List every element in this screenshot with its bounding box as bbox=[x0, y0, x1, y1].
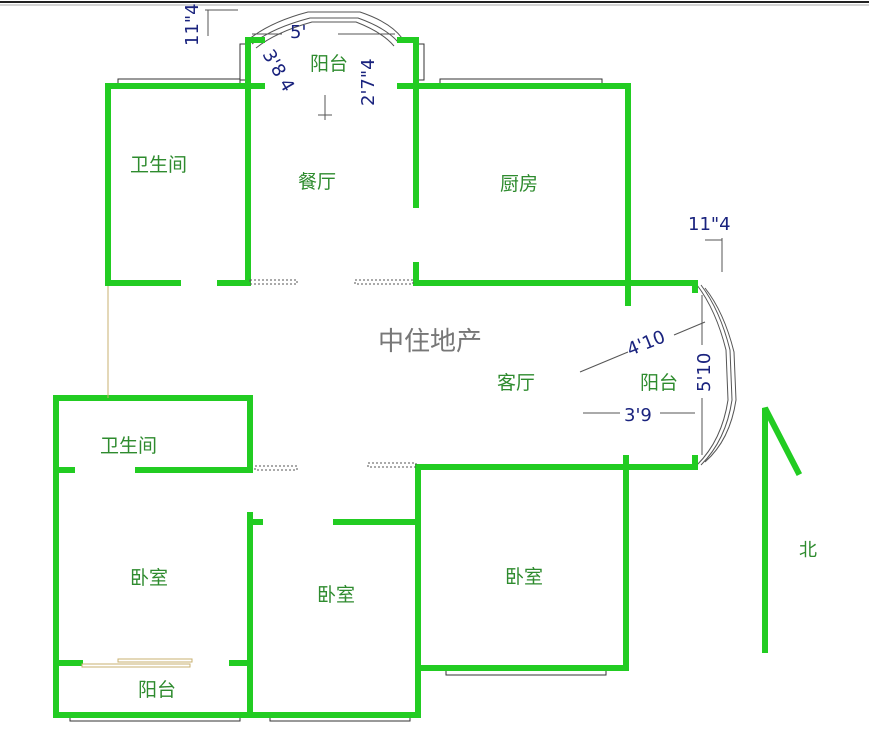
dim-top-depth: 11"4 bbox=[182, 3, 203, 46]
dim-right-depth: 11"4 bbox=[688, 214, 731, 235]
watermark: 中住地产 bbox=[378, 327, 482, 357]
room-label-balcony-right: 阳台 bbox=[640, 372, 678, 394]
room-label-bedroom-left: 卧室 bbox=[130, 567, 168, 589]
dim-right-width: 3'9 bbox=[624, 405, 652, 426]
dim-top-width: 5' bbox=[290, 22, 306, 43]
north-arrow-icon bbox=[762, 406, 803, 653]
room-label-bedroom-right: 卧室 bbox=[505, 566, 543, 588]
room-label-dining: 餐厅 bbox=[298, 171, 336, 193]
room-label-kitchen: 厨房 bbox=[500, 173, 538, 195]
bay-window-top bbox=[247, 11, 403, 49]
dim-right-diag: 4'10 bbox=[624, 326, 668, 360]
walls bbox=[53, 37, 698, 718]
dim-right-height: 5'10 bbox=[694, 353, 715, 392]
room-label-balcony-top: 阳台 bbox=[310, 53, 348, 75]
dimension-lines bbox=[205, 9, 723, 455]
door-openings[interactable] bbox=[249, 279, 417, 471]
north-label: 北 bbox=[799, 540, 817, 561]
room-label-bathroom-bottom: 卫生间 bbox=[100, 435, 157, 457]
room-label-bedroom-middle: 卧室 bbox=[317, 584, 355, 606]
room-label-living: 客厅 bbox=[497, 372, 535, 394]
room-label-bathroom-top: 卫生间 bbox=[130, 154, 187, 176]
dim-top-side: 2'7"4 bbox=[358, 58, 379, 106]
bay-window-right bbox=[696, 284, 737, 466]
room-label-balcony-bottom: 阳台 bbox=[138, 679, 176, 701]
sliding-door bbox=[81, 658, 193, 668]
